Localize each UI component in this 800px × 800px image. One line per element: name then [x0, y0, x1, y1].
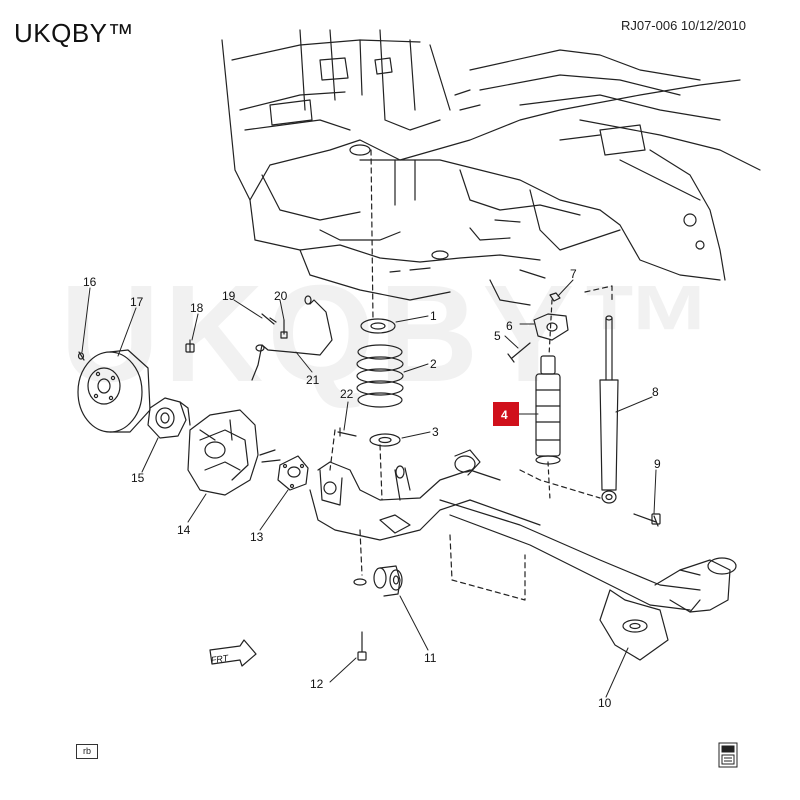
callout-1: 1	[430, 309, 437, 323]
part-12-bolt	[357, 631, 367, 661]
callout-9: 9	[654, 457, 661, 471]
callouts: 1 2 3 4 5 6 7 8 9 10 11 12 13 14 15 16 1…	[83, 267, 661, 710]
front-marker-label: FRT	[210, 653, 230, 666]
callout-16: 16	[83, 275, 97, 289]
part-10-rear-axle	[309, 449, 737, 661]
callout-12: 12	[310, 677, 324, 691]
part-13-mount-plate	[277, 455, 309, 491]
underbody-structure	[221, 29, 761, 306]
callout-15: 15	[131, 471, 145, 485]
part-22-bolt	[337, 427, 357, 437]
info-icon	[718, 742, 738, 768]
front-marker	[209, 639, 257, 667]
part-7-nut	[549, 292, 561, 302]
part-20-bolt	[280, 319, 288, 339]
part-8-shock-absorber	[599, 315, 619, 504]
callout-8: 8	[652, 385, 659, 399]
part-18-bolt	[185, 339, 195, 353]
callout-17: 17	[130, 295, 144, 309]
part-21-brake-hose	[251, 295, 333, 381]
callout-10: 10	[598, 696, 612, 710]
callout-7: 7	[570, 267, 577, 281]
part-9-bolt	[633, 513, 661, 527]
callout-19: 19	[222, 289, 236, 303]
part-2-coil-spring	[356, 344, 404, 408]
callout-18: 18	[190, 301, 204, 315]
part-1-upper-spring-insulator	[360, 318, 396, 334]
callout-21: 21	[306, 373, 320, 387]
part-11-axle-bushing	[353, 565, 403, 597]
part-6-upper-mount	[533, 313, 569, 341]
diagram-reference: RJ07-006 10/12/2010	[620, 18, 746, 33]
callout-3: 3	[432, 425, 439, 439]
callout-2: 2	[430, 357, 437, 371]
callout-13: 13	[250, 530, 264, 544]
part-19-clip	[261, 313, 277, 325]
part-4-jounce-bumper	[535, 355, 561, 465]
part-3-lower-spring-insulator	[369, 433, 401, 447]
callout-6: 6	[506, 319, 513, 333]
callout-4: 4	[501, 408, 508, 422]
rb-label: rb	[76, 744, 98, 759]
part-16-wheel-stud	[77, 351, 85, 361]
part-17-brake-drum	[77, 349, 151, 433]
part-14-backing-plate	[187, 409, 281, 496]
part-15-hub-bearing	[147, 397, 191, 439]
leader-lines	[81, 279, 657, 698]
highlight-box	[493, 402, 519, 426]
callout-22: 22	[340, 387, 354, 401]
callout-14: 14	[177, 523, 191, 537]
callout-20: 20	[274, 289, 288, 303]
callout-11: 11	[424, 651, 437, 665]
part-5-bolt	[507, 342, 531, 363]
callout-5: 5	[494, 329, 501, 343]
brand-logo: UKQBY™	[14, 18, 135, 48]
